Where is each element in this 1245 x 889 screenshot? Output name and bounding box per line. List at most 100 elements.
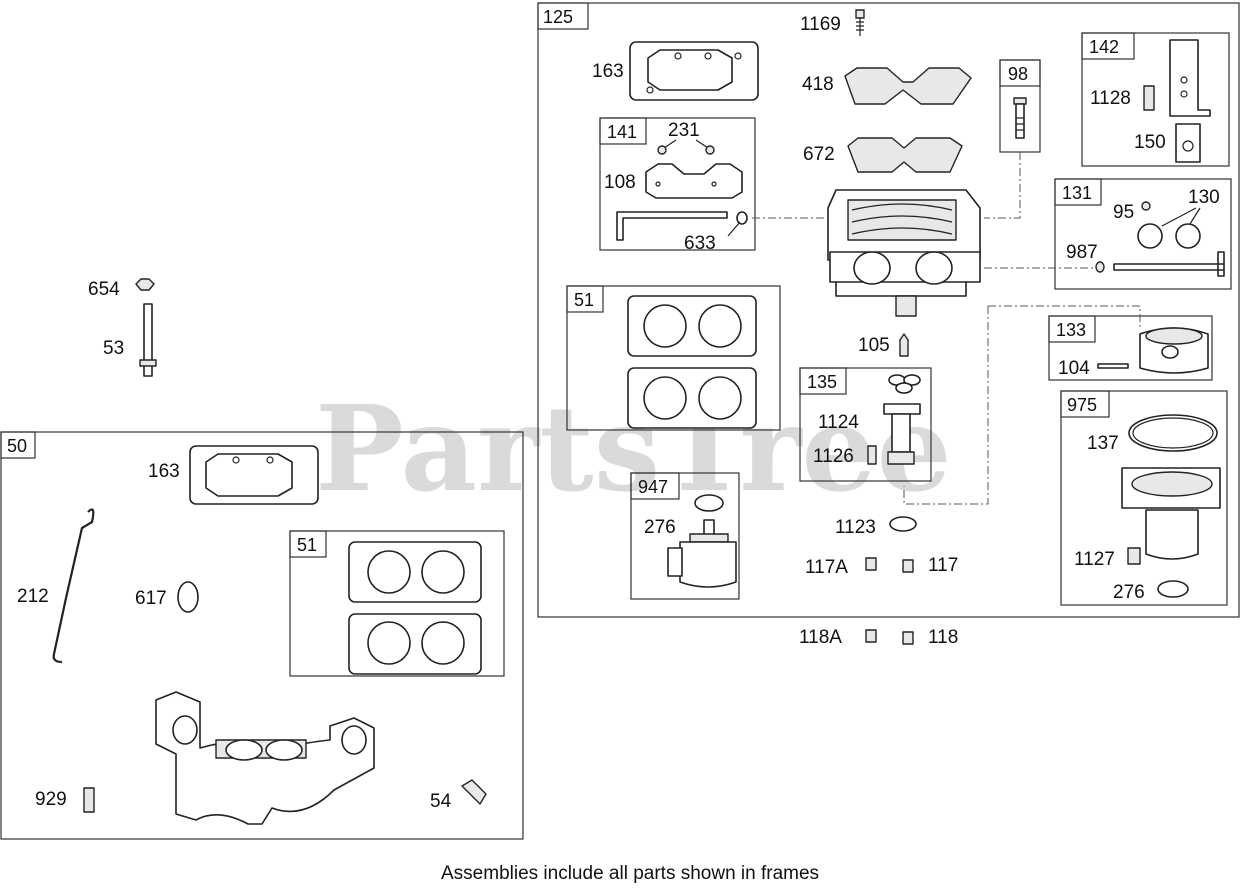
callout-1124: 1124: [818, 412, 859, 433]
callout-1169: 1169: [800, 14, 841, 35]
part-105[interactable]: 105: [858, 333, 909, 357]
part-51-gaskets-exhaust[interactable]: [348, 541, 482, 675]
carburetor-body[interactable]: [827, 189, 981, 317]
callout-929: 929: [35, 789, 67, 810]
frame-51-exhaust: 51: [289, 530, 505, 677]
frame-142: 142: [1081, 32, 1230, 167]
part-135-tube[interactable]: [883, 403, 921, 465]
frame-135: 135: [799, 367, 932, 482]
part-947-solenoid[interactable]: [667, 519, 737, 588]
part-117[interactable]: 117: [902, 555, 958, 576]
part-51-gaskets-carb[interactable]: [627, 295, 757, 429]
frame-label-125: 125: [543, 7, 573, 27]
callout-654: 654: [88, 279, 120, 300]
part-95[interactable]: 95: [1113, 201, 1151, 223]
callout-163-top: 163: [592, 61, 624, 82]
part-929[interactable]: 929: [35, 787, 95, 813]
part-633[interactable]: 633: [616, 211, 748, 254]
frame-label-51-carb: 51: [574, 290, 594, 310]
part-672[interactable]: 672: [803, 137, 963, 173]
part-130[interactable]: 130: [1137, 187, 1220, 249]
callout-117A: 117A: [805, 557, 848, 578]
callout-95: 95: [1113, 202, 1134, 223]
exhaust-manifold[interactable]: [155, 691, 375, 825]
leader-lines: [752, 152, 1141, 505]
part-654[interactable]: 654: [88, 278, 155, 300]
frame-label-133: 133: [1056, 320, 1086, 340]
frame-label-50: 50: [7, 436, 27, 456]
frame-label-51-exhaust: 51: [297, 535, 317, 555]
frame-label-142: 142: [1089, 37, 1119, 57]
part-1127[interactable]: 1127: [1074, 547, 1141, 570]
callout-1126: 1126: [813, 446, 854, 467]
frame-label-947: 947: [638, 477, 668, 497]
callout-276-solenoid: 276: [644, 517, 676, 538]
part-118A[interactable]: 118A: [799, 627, 877, 648]
part-1169[interactable]: 1169: [800, 9, 865, 36]
part-276-solenoid[interactable]: 276: [644, 494, 724, 538]
frame-133: 133: [1048, 315, 1213, 381]
part-1123[interactable]: 1123: [835, 516, 917, 538]
frame-label-98: 98: [1008, 64, 1028, 84]
callout-1128: 1128: [1090, 88, 1131, 109]
frame-51-carb: 51: [566, 285, 781, 431]
part-98-screw[interactable]: [1013, 97, 1027, 139]
callout-137: 137: [1087, 433, 1119, 454]
callout-276-bowl: 276: [1113, 582, 1145, 603]
frame-141: 141: [599, 117, 756, 251]
frame-label-131: 131: [1062, 183, 1092, 203]
caption: Assemblies include all parts shown in fr…: [441, 863, 819, 884]
part-1126[interactable]: 1126: [813, 445, 877, 467]
frame-label-975: 975: [1067, 395, 1097, 415]
part-163-exhaust[interactable]: 163: [148, 445, 319, 505]
part-975-bowl[interactable]: [1121, 467, 1221, 560]
callout-1123: 1123: [835, 517, 876, 538]
part-617[interactable]: 617: [135, 581, 199, 613]
frame-label-135: 135: [807, 372, 837, 392]
part-53[interactable]: 53: [103, 303, 157, 377]
callout-118: 118: [928, 627, 958, 648]
frame-50: 50: [0, 431, 524, 840]
callout-105: 105: [858, 335, 890, 356]
frame-125: 125: [537, 2, 1240, 618]
part-104[interactable]: 104: [1058, 358, 1129, 379]
part-54[interactable]: 54: [430, 779, 487, 812]
frame-947: 947: [630, 472, 740, 600]
part-108[interactable]: 108: [604, 163, 743, 199]
callout-150: 150: [1134, 132, 1166, 153]
callout-633: 633: [684, 233, 716, 254]
part-987[interactable]: 987: [1066, 242, 1225, 277]
part-133-float[interactable]: [1139, 327, 1209, 374]
callout-108: 108: [604, 172, 636, 193]
callout-118A: 118A: [799, 627, 842, 648]
callout-104: 104: [1058, 358, 1090, 379]
callout-54: 54: [430, 791, 452, 812]
part-276-bowl[interactable]: 276: [1113, 580, 1189, 603]
callout-163-exhaust: 163: [148, 461, 180, 482]
part-231[interactable]: 231: [657, 120, 715, 155]
part-212[interactable]: 212: [17, 508, 95, 664]
frame-131: 131: [1054, 178, 1232, 290]
part-117A[interactable]: 117A: [805, 557, 877, 578]
callout-117: 117: [928, 555, 958, 576]
callout-53: 53: [103, 338, 124, 359]
callout-418: 418: [802, 74, 834, 95]
callout-231: 231: [668, 120, 700, 141]
part-163-top[interactable]: 163: [592, 41, 759, 101]
frame-975: 975: [1060, 390, 1228, 606]
frame-label-141: 141: [607, 122, 637, 142]
callout-617: 617: [135, 588, 167, 609]
callout-672: 672: [803, 144, 835, 165]
part-142-bracket[interactable]: [1169, 39, 1211, 117]
part-137[interactable]: 137: [1087, 414, 1218, 454]
part-118[interactable]: 118: [902, 627, 958, 648]
callout-987: 987: [1066, 242, 1098, 263]
callout-212: 212: [17, 586, 49, 607]
frame-98: 98: [999, 59, 1041, 153]
part-418[interactable]: 418: [802, 67, 972, 105]
part-1128[interactable]: 1128: [1090, 85, 1155, 111]
part-1124[interactable]: 1124: [818, 374, 921, 433]
part-150[interactable]: 150: [1134, 123, 1201, 163]
callout-130: 130: [1188, 187, 1220, 208]
